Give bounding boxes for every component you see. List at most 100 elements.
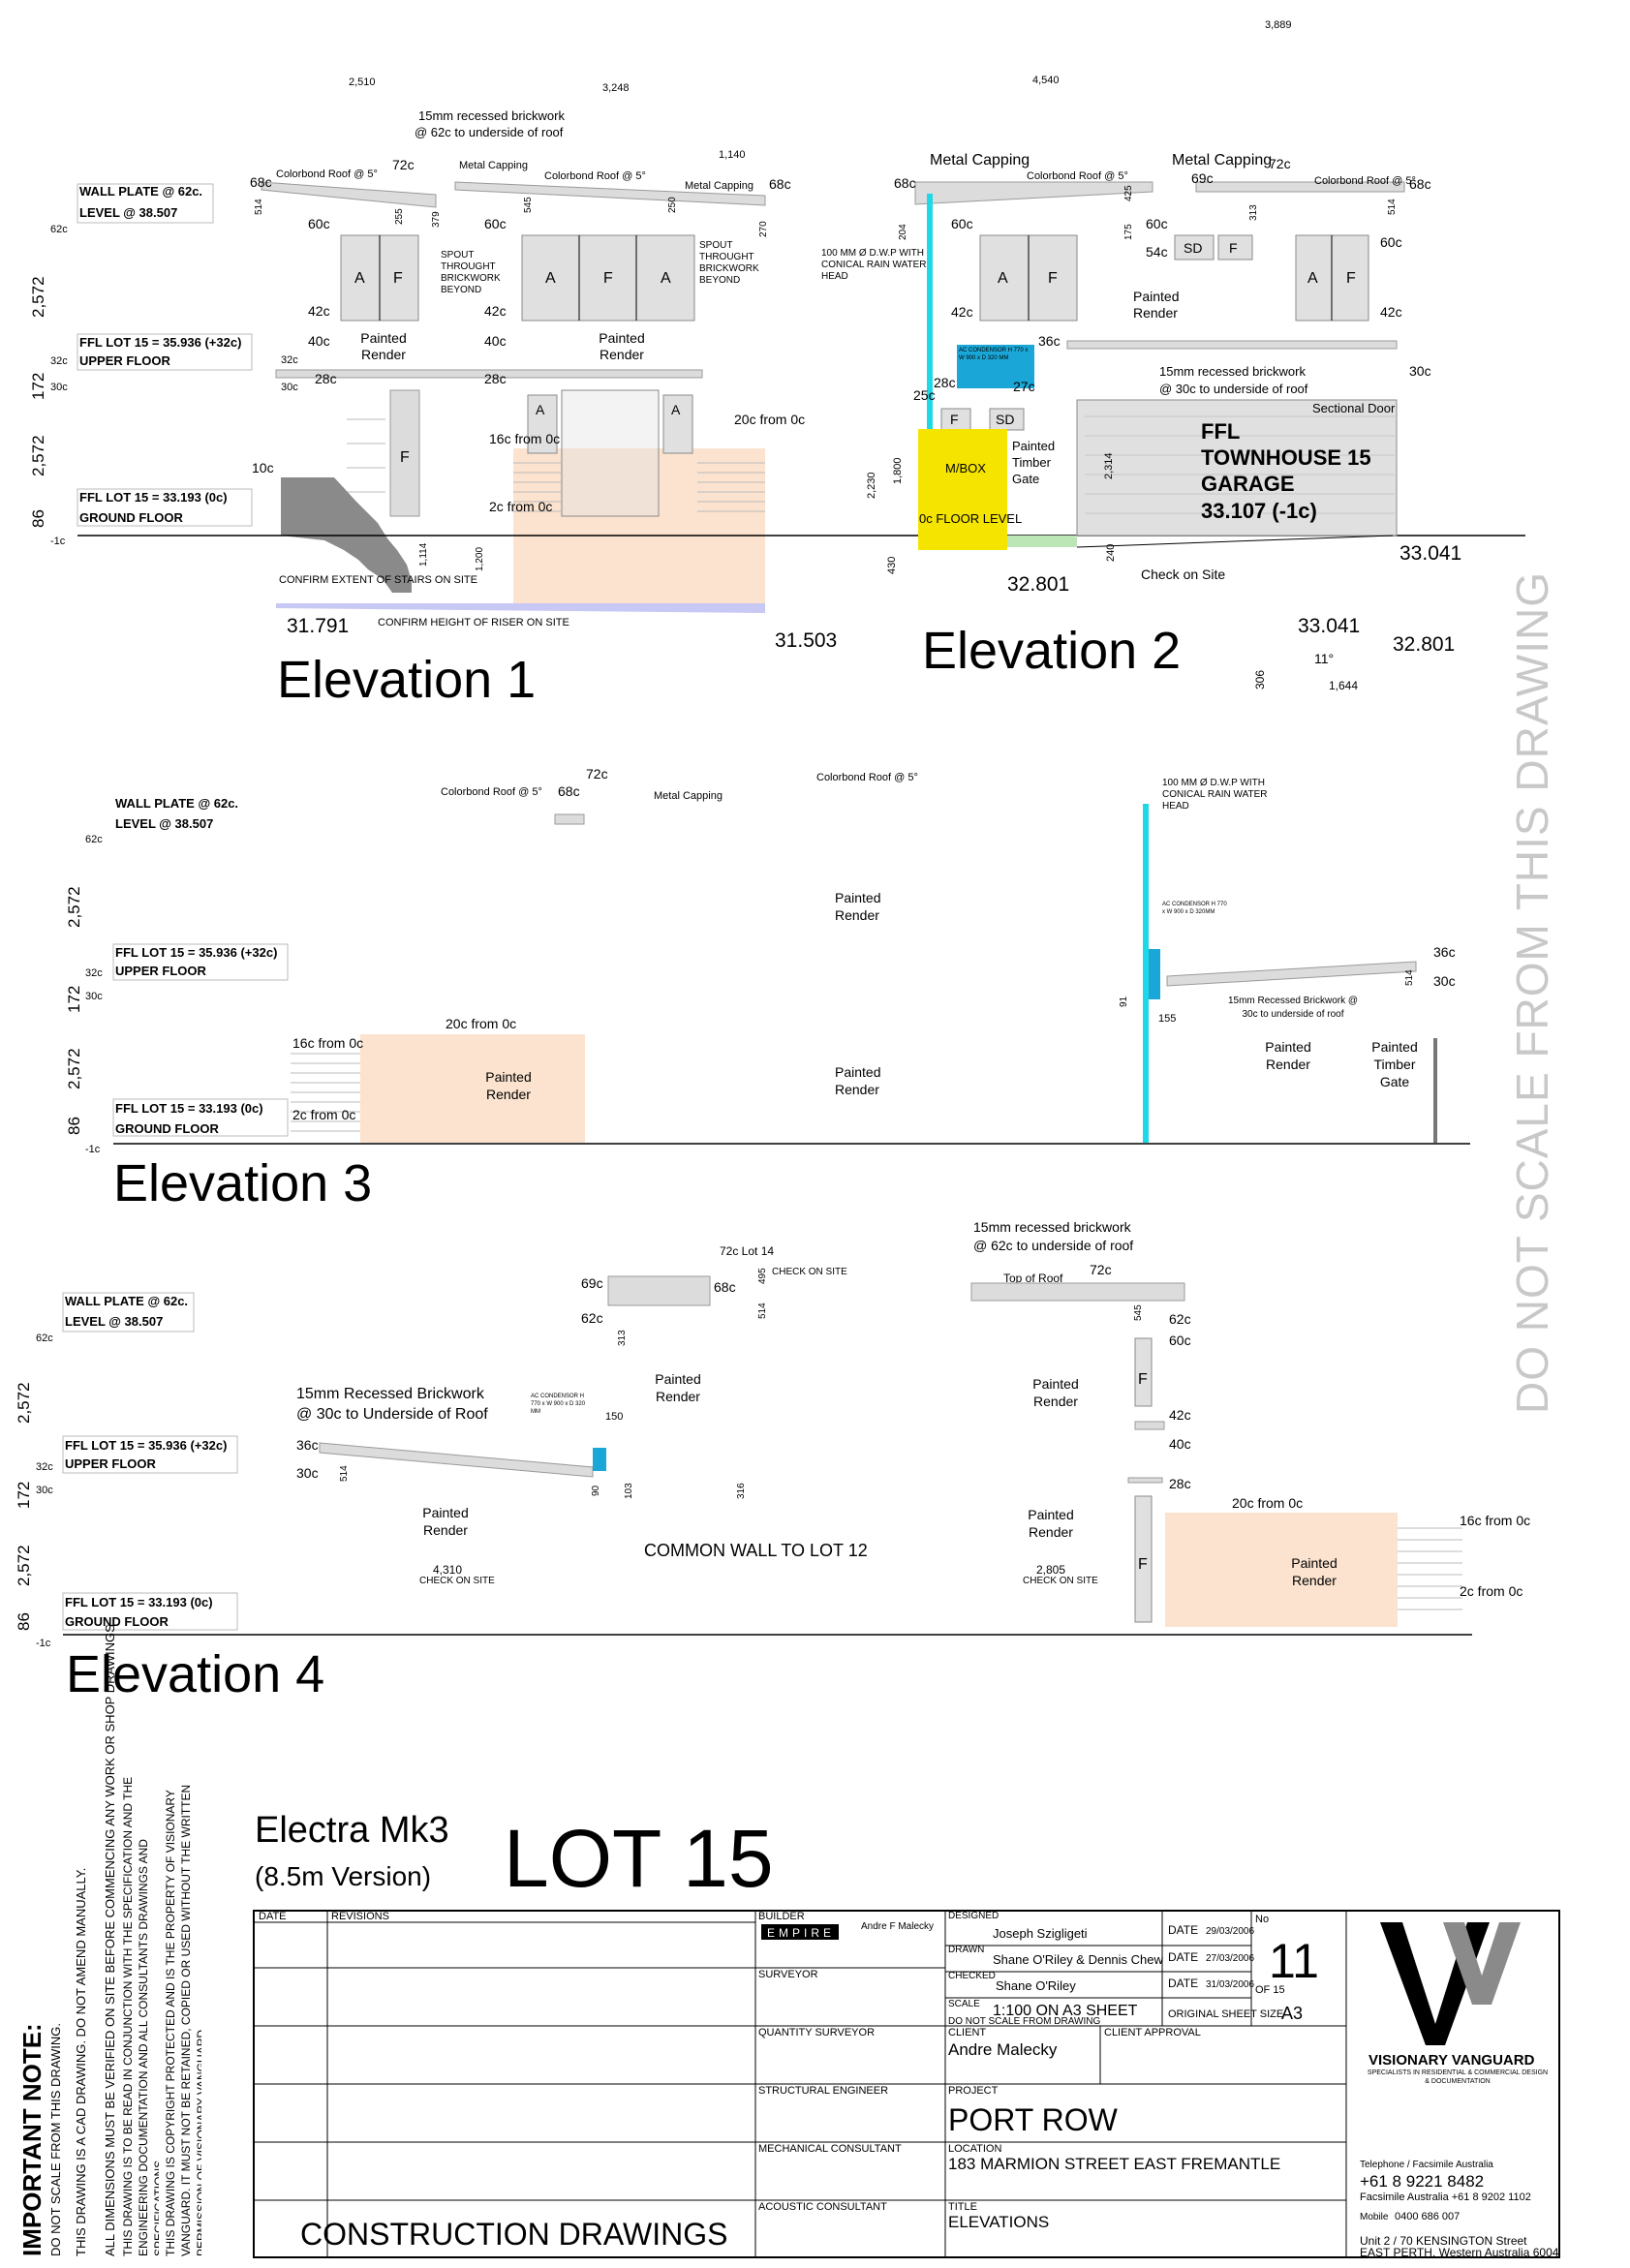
e2-window-sd-2: SD [996, 412, 1014, 427]
tb-checked: Shane O'Riley [996, 1978, 1076, 1993]
wall-level-label: LEVEL @ 38.507 [79, 205, 177, 220]
e3-62c: 62c [85, 834, 103, 845]
e1-roof-note-2: Colorbond Roof @ 5° [544, 170, 646, 182]
e4-render-2: Painted Render [1032, 1376, 1079, 1409]
e1-dim-270: 270 [758, 221, 769, 237]
firm-phone: +61 8 9221 8482 [1360, 2172, 1484, 2191]
e4-dim-545: 545 [1133, 1304, 1144, 1321]
e4-wall-level: LEVEL @ 38.507 [65, 1314, 163, 1329]
e4-dim-514-b: 514 [339, 1465, 350, 1482]
ground-floor-label: GROUND FLOOR [79, 510, 183, 525]
e4-recess-2: @ 30c to Underside of Roof [296, 1406, 488, 1423]
e2-floor-level: 0c FLOOR LEVEL [919, 511, 1022, 526]
level-32c: 32c [50, 355, 68, 367]
e2-25c: 25c [913, 387, 936, 403]
dim-3248: 3,248 [602, 82, 630, 94]
e4-dim-103: 103 [624, 1483, 634, 1499]
recess-note-2: @ 62c to underside of roof [415, 125, 564, 139]
e1-68c-left: 68c [250, 174, 272, 190]
window-f-1: F [393, 270, 403, 287]
firm-address-1: Unit 2 / 70 KENSINGTON Street [1360, 2234, 1527, 2248]
tb-location-header: LOCATION [948, 2143, 1001, 2155]
e3-ground-name: GROUND FLOOR [115, 1121, 219, 1136]
e4-dim-172: 172 [15, 1482, 33, 1509]
tb-scale-header: SCALE [948, 1999, 980, 2009]
tb-project-header: PROJECT [948, 2085, 999, 2097]
e4-dim-86: 86 [15, 1612, 33, 1631]
dim-2572: 2,572 [29, 276, 47, 318]
window-a-2: A [545, 270, 556, 287]
tb-date-2: 27/03/2006 [1206, 1953, 1254, 1964]
e3-render-2: Painted Render [835, 1064, 881, 1097]
upper-floor-label: UPPER FLOOR [79, 353, 171, 368]
tb-designed-header: DESIGNED [948, 1911, 999, 1921]
e3-36c: 36c [1433, 944, 1456, 960]
e1-render-1: Painted Render [360, 330, 407, 362]
e3-68c: 68c [558, 783, 580, 799]
e4-window-f-2: F [1138, 1556, 1148, 1573]
tb-approval-header: CLIENT APPROVAL [1104, 2027, 1201, 2038]
e4-16c: 16c from 0c [1460, 1513, 1530, 1528]
level-m1c: -1c [50, 536, 66, 547]
e3-render-4: Painted Render [485, 1069, 532, 1102]
tb-builder-header: BUILDER [758, 1911, 805, 1922]
e2-42c-b: 42c [1380, 304, 1402, 320]
e2-60c-a: 60c [951, 216, 973, 231]
e3-timber-gate: Painted Timber Gate [1371, 1039, 1418, 1089]
spout-note-2: SPOUT THROUGHT BRICKWORK BEYOND [699, 240, 759, 286]
firm-mobile: 0400 686 007 [1395, 2211, 1460, 2222]
e2-capping-b: Metal Capping [1172, 152, 1272, 169]
e3-dim-2572: 2,572 [65, 886, 83, 928]
e2-69c: 69c [1191, 170, 1214, 186]
e3-30c-b: 30c [1433, 973, 1456, 989]
tb-location: 183 MARMION STREET EAST FREMANTLE [948, 2155, 1280, 2173]
e1-dim-1200: 1,200 [475, 547, 485, 571]
e2-dim-1800: 1,800 [892, 457, 904, 484]
e3-roof-note-2: Colorbond Roof @ 5° [816, 772, 918, 783]
wall-plate-label: WALL PLATE @ 62c. [79, 184, 202, 199]
tb-date-lbl-2: DATE [1168, 1950, 1198, 1964]
ac-condenser [957, 345, 1034, 388]
tb-project: PORT ROW [948, 2102, 1119, 2137]
e4-62c-a: 62c [581, 1310, 603, 1326]
e3-16c: 16c from 0c [292, 1035, 363, 1051]
e1-28c-b: 28c [484, 371, 507, 386]
e3-72c: 72c [586, 766, 608, 782]
confirm-stairs-note: CONFIRM EXTENT OF STAIRS ON SITE [279, 574, 477, 586]
e4-dim-514: 514 [757, 1303, 768, 1319]
model-name: Electra Mk3 [255, 1810, 449, 1851]
e3-condenser-note: AC CONDENSOR H 770 x W 900 x D 320MM [1162, 902, 1227, 915]
level-62c: 62c [50, 224, 68, 235]
e2-30c: 30c [1409, 363, 1431, 379]
e2-dim-2314: 2,314 [1103, 452, 1115, 479]
firm-subtitle: SPECIALISTS IN RESIDENTIAL & COMMERCIAL … [1367, 2069, 1549, 2085]
e4-condenser-note: AC CONDENSOR H 770 x W 900 x D 320 MM [531, 1394, 586, 1415]
slope-angle: 11° [1314, 651, 1334, 666]
note-3: THIS DRAWING IS TO BE READ IN CONJUNCTIO… [121, 1776, 159, 2256]
e4-render-4: Painted Render [1028, 1507, 1074, 1540]
elevation-2: 4,540 Metal Capping Metal Capping 68c Co… [821, 75, 1461, 692]
e2-window-f-3: F [1346, 270, 1356, 287]
e4-top-roof: Top of Roof [1003, 1272, 1063, 1285]
upper-ffl-label: FFL LOT 15 = 35.936 (+32c) [79, 335, 241, 350]
e3-dim-172: 172 [65, 986, 83, 1013]
e1-60c-a: 60c [308, 216, 330, 231]
e4-2c: 2c from 0c [1460, 1583, 1522, 1599]
e2-27c: 27c [1013, 379, 1035, 394]
e1-60c-b: 60c [484, 216, 507, 231]
lot-number: LOT 15 [504, 1813, 774, 1904]
e2-downpipe-note: 100 MM Ø D.W.P WITH CONICAL RAIN WATER H… [821, 248, 927, 282]
e2-roof-note-1: Colorbond Roof @ 5° [1027, 170, 1128, 182]
e4-recess-top-2: @ 62c to underside of roof [973, 1238, 1133, 1253]
e4-62c: 62c [36, 1333, 53, 1344]
vv-logo-shadow [1443, 1922, 1521, 2005]
e2-54c: 54c [1146, 244, 1168, 260]
ground-window-a-1: A [536, 402, 545, 417]
e3-downpipe-note: 100 MM Ø D.W.P WITH CONICAL RAIN WATER H… [1162, 778, 1268, 812]
firm-address-2: EAST PERTH, Western Australia 6004 [1360, 2246, 1559, 2259]
e3-30c: 30c [85, 991, 103, 1002]
firm-phone-header: Telephone / Facsimile Australia [1360, 2160, 1493, 2170]
e3-32c: 32c [85, 967, 103, 979]
e3-wall-plate: WALL PLATE @ 62c. [115, 796, 238, 811]
e2-window-a-2: A [1307, 270, 1318, 287]
